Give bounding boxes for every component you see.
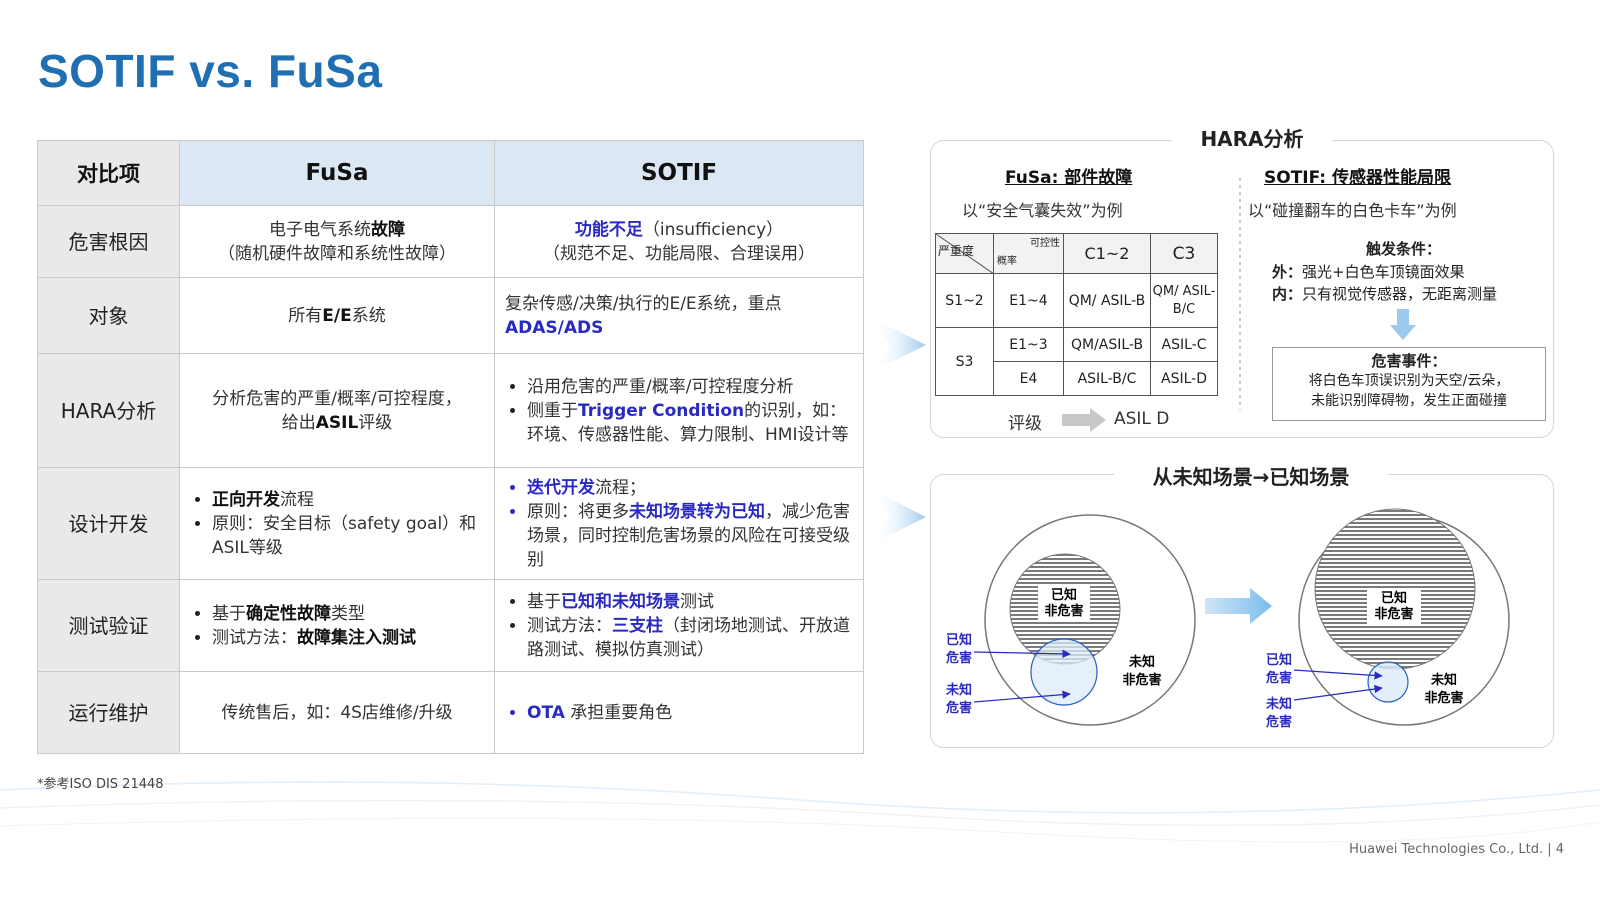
left-hazard-circle (1030, 638, 1098, 706)
cell-fusa-hazard: 电子电气系统故障 （随机硬件故障和系统性故障） (179, 205, 495, 278)
event-title: 危害事件： (1371, 352, 1447, 370)
grid-cell: S1~2 (935, 273, 994, 328)
right-label-bg (1367, 588, 1421, 624)
grid-cell: ASIL-C (1150, 327, 1218, 362)
right-hazard-circle (1367, 661, 1409, 703)
rating-arrow-icon (1062, 408, 1106, 432)
right-known-safe-label: 已知 (1381, 590, 1407, 606)
sotif-subheading: SOTIF: 传感器性能局限 (1264, 168, 1452, 188)
grid-cell: QM/ASIL-B (1063, 327, 1151, 362)
row-label: HARA分析 (37, 353, 180, 468)
row-label: 对象 (37, 277, 180, 354)
left-known-safe-label: 非危害 (1044, 603, 1083, 619)
trigger-external: 外：强光+白色车顶镜面效果 (1272, 263, 1465, 281)
comparison-table: 对比项 FuSa SOTIF 危害根因 电子电气系统故障 （随机硬件故障和系统性… (37, 140, 864, 754)
grid-col-c1: C1~2 (1063, 233, 1151, 274)
table-row: 对象 所有E/E系统 复杂传感/决策/执行的E/E系统，重点 ADAS/ADS (37, 277, 864, 354)
down-arrow-icon (1390, 309, 1416, 340)
grid-cell: S3 (935, 327, 994, 396)
grid-cell: QM/ ASIL-B (1063, 273, 1151, 328)
table-row: 危害根因 电子电气系统故障 （随机硬件故障和系统性故障） 功能不足（insuff… (37, 205, 864, 278)
grid-corner: 严重度 (935, 233, 994, 274)
hazard-event-box: 危害事件： 将白色车顶误识别为天空/云朵， 未能识别障碍物，发生正面碰撞 (1272, 347, 1546, 421)
left-unknown-hazard-label: 未知 (945, 682, 972, 698)
left-known-safe-label: 已知 (1051, 587, 1077, 603)
scene-diagram: 已知 非危害 已知 危害 未知 危害 未知 非危害 已知 非危害 已知 危害 未… (945, 508, 1510, 730)
fusa-subheading: FuSa: 部件故障 (1005, 168, 1133, 188)
cell-fusa-object: 所有E/E系统 (179, 277, 495, 354)
table-row: HARA分析 分析危害的严重/概率/可控程度， 给出ASIL评级 沿用危害的严重… (37, 353, 864, 468)
connector-chevron-bottom (872, 490, 926, 544)
cell-fusa-hara: 分析危害的严重/概率/可控程度， 给出ASIL评级 (179, 353, 495, 468)
event-line: 将白色车顶误识别为天空/云朵， (1308, 373, 1510, 389)
hara-panel-title: HARA分析 (1172, 123, 1332, 152)
trigger-internal: 内：只有视觉传感器，无距离测量 (1272, 285, 1498, 303)
left-unknown-safe-label: 未知 (1128, 654, 1155, 670)
grid-cell: ASIL-B/C (1063, 361, 1151, 396)
rating-value: ASIL D (1114, 409, 1170, 429)
left-label-bg (1038, 584, 1090, 620)
right-known-safe-label: 非危害 (1374, 606, 1413, 622)
rating-label: 评级 (1008, 414, 1042, 434)
footer-company: Huawei Technologies Co., Ltd. | 4 (1349, 842, 1564, 857)
cell-sotif-object: 复杂传感/决策/执行的E/E系统，重点 ADAS/ADS (494, 277, 864, 354)
row-label: 运行维护 (37, 671, 180, 754)
left-unknown-safe-label: 非危害 (1122, 672, 1161, 688)
diagonal-line (936, 234, 994, 274)
cell-fusa-test: 基于确定性故障类型 测试方法：故障集注入测试 (179, 579, 495, 672)
right-known-hazard-arrow (1293, 669, 1383, 680)
cell-sotif-hazard: 功能不足（insufficiency） （规范不足、功能局限、合理误用） (494, 205, 864, 278)
event-line: 未能识别障碍物，发生正面碰撞 (1311, 393, 1507, 409)
left-unknown-hazard-arrow (973, 690, 1071, 703)
row-label: 测试验证 (37, 579, 180, 672)
cell-sotif-test: 基于已知和未知场景测试 测试方法：三支柱（封闭场地测试、开放道路测试、模拟仿真测… (494, 579, 864, 672)
asil-grid: 严重度 可控性 概率 C1~2 C3 S1~2 E1~4 QM/ ASIL-B … (935, 233, 1218, 396)
left-known-hazard-arrow (973, 649, 1071, 659)
trigger-title: 触发条件： (1366, 240, 1442, 258)
row-label: 危害根因 (37, 205, 180, 278)
table-header-row: 对比项 FuSa SOTIF (37, 140, 864, 206)
reference-note: *参考ISO DIS 21448 (37, 777, 164, 792)
grid-col-c3: C3 (1150, 233, 1218, 274)
right-known-hazard-label: 危害 (1266, 670, 1292, 686)
left-known-hazard-label: 已知 (946, 632, 972, 648)
left-known-hazard-label: 危害 (946, 650, 972, 666)
row-label: 设计开发 (37, 467, 180, 580)
right-unknown-hazard-label: 危害 (1266, 714, 1292, 730)
cell-fusa-design: 正向开发流程 原则：安全目标（safety goal）和ASIL等级 (179, 467, 495, 580)
sotif-example: 以“碰撞翻车的白色卡车”为例 (1248, 201, 1457, 220)
cell-fusa-ops: 传统售后，如：4S店维修/升级 (179, 671, 495, 754)
cell-sotif-hara: 沿用危害的严重/概率/可控程度分析 侧重于Trigger Condition的识… (494, 353, 864, 468)
grid-cell: ASIL-D (1150, 361, 1218, 396)
scene-panel-title: 从未知场景→已知场景 (1114, 461, 1388, 490)
right-unknown-hazard-label: 未知 (1265, 696, 1292, 712)
left-unknown-hazard-label: 危害 (946, 700, 972, 716)
table-row: 测试验证 基于确定性故障类型 测试方法：故障集注入测试 基于已知和未知场景测试 … (37, 579, 864, 672)
table-row: 设计开发 正向开发流程 原则：安全目标（safety goal）和ASIL等级 … (37, 467, 864, 580)
header-sotif: SOTIF (494, 140, 864, 206)
transition-arrow-icon (1205, 588, 1272, 624)
header-fusa: FuSa (179, 140, 495, 206)
grid-cell: QM/ ASIL-B/C (1150, 273, 1218, 328)
cell-sotif-ops: OTA 承担重要角色 (494, 671, 864, 754)
grid-corner-2: 可控性 概率 (993, 233, 1064, 274)
table-row: 运行维护 传统售后，如：4S店维修/升级 OTA 承担重要角色 (37, 671, 864, 754)
right-unknown-hazard-arrow (1293, 684, 1383, 701)
grid-cell: E4 (993, 361, 1064, 396)
grid-cell: E1~4 (993, 273, 1064, 328)
right-unknown-safe-label: 非危害 (1424, 690, 1463, 706)
right-known-hazard-label: 已知 (1266, 652, 1292, 668)
grid-cell: E1~3 (993, 327, 1064, 362)
header-compare-item: 对比项 (37, 140, 180, 206)
right-unknown-safe-label: 未知 (1430, 672, 1457, 688)
fusa-example: 以“安全气囊失效”为例 (962, 201, 1123, 220)
connector-chevron-top (872, 318, 926, 372)
cell-sotif-design: 迭代开发流程； 原则：将更多未知场景转为已知，减少危害场景，同时控制危害场景的风… (494, 467, 864, 580)
page-title: SOTIF vs. FuSa (38, 45, 383, 97)
